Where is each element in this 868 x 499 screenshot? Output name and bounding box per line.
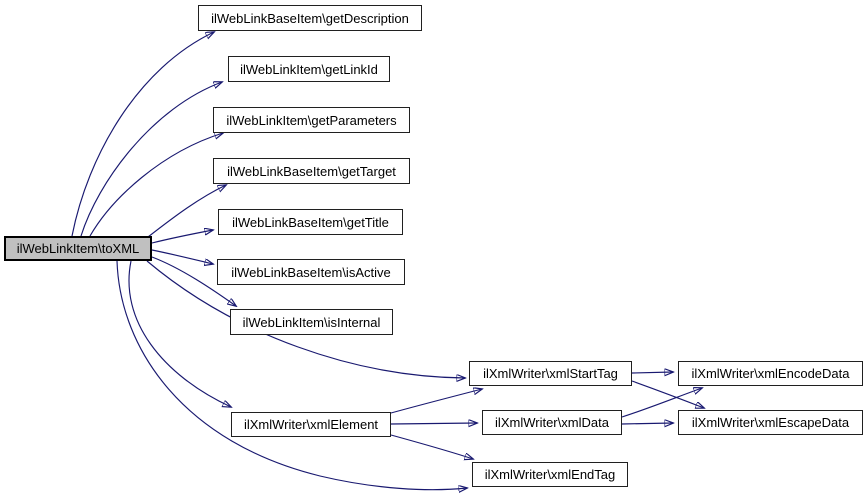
edge-toxml-xmlendtag xyxy=(116,260,467,490)
edge-toxml-xmlstarttag xyxy=(146,260,465,378)
edge-toxml-getparameters xyxy=(89,133,223,237)
node-xml-encode-data[interactable]: ilXmlWriter\xmlEncodeData xyxy=(678,361,863,386)
edge-xmlelement-xmldata xyxy=(390,423,477,424)
edge-toxml-getlinkid xyxy=(80,82,222,237)
node-get-target[interactable]: ilWebLinkBaseItem\getTarget xyxy=(213,158,410,184)
edge-toxml-gettarget xyxy=(147,185,226,238)
node-get-link-id[interactable]: ilWebLinkItem\getLinkId xyxy=(228,56,390,82)
edge-xmldata-xmlescapedata xyxy=(621,423,673,424)
node-xml-element[interactable]: ilXmlWriter\xmlElement xyxy=(231,412,391,437)
node-get-title[interactable]: ilWebLinkBaseItem\getTitle xyxy=(218,209,403,235)
edge-toxml-getdescription xyxy=(71,32,214,237)
edge-toxml-isactive xyxy=(151,249,213,264)
node-is-internal[interactable]: ilWebLinkItem\isInternal xyxy=(230,309,393,335)
edge-toxml-isinternal xyxy=(151,256,236,306)
node-xml-start-tag[interactable]: ilXmlWriter\xmlStartTag xyxy=(469,361,632,386)
edge-toxml-xmlelement xyxy=(128,260,231,407)
edge-xmlstarttag-xmlescapedata xyxy=(631,380,704,408)
edge-xmlelement-xmlendtag xyxy=(390,434,473,459)
node-to-xml: ilWebLinkItem\toXML xyxy=(4,236,152,261)
node-get-description[interactable]: ilWebLinkBaseItem\getDescription xyxy=(198,5,422,31)
node-xml-end-tag[interactable]: ilXmlWriter\xmlEndTag xyxy=(472,462,628,487)
edge-toxml-gettitle xyxy=(151,230,213,244)
node-get-parameters[interactable]: ilWebLinkItem\getParameters xyxy=(213,107,410,133)
node-is-active[interactable]: ilWebLinkBaseItem\isActive xyxy=(217,259,405,285)
node-xml-data[interactable]: ilXmlWriter\xmlData xyxy=(482,410,622,435)
edge-xmlstarttag-xmlencodedata xyxy=(631,372,673,373)
node-xml-escape-data[interactable]: ilXmlWriter\xmlEscapeData xyxy=(678,410,863,435)
edge-xmldata-xmlencodedata xyxy=(621,388,702,418)
edge-xmlelement-xmlstarttag xyxy=(390,389,482,414)
